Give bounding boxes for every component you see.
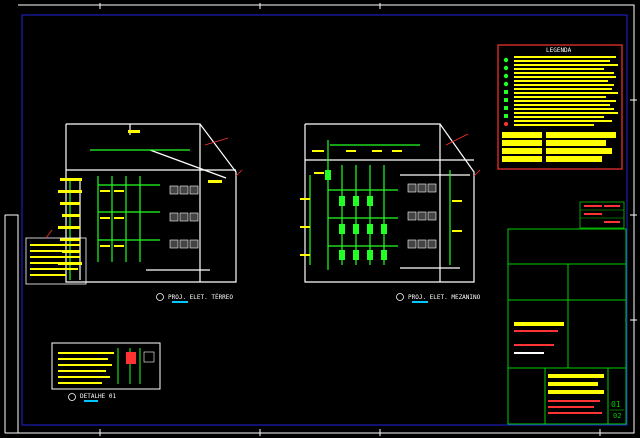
furniture-blocks bbox=[407, 183, 437, 249]
title-block[interactable]: 01 02 bbox=[507, 201, 627, 425]
revision-annotations bbox=[45, 137, 243, 239]
title-block-text bbox=[514, 322, 604, 414]
electrical-wiring-icon bbox=[309, 140, 451, 270]
ground-floor-label: PROJ. ELET. TÉRREO bbox=[168, 293, 233, 301]
mezzanine-plan[interactable]: PROJ. ELET. MEZANINO bbox=[300, 123, 481, 303]
building-outline-icon bbox=[65, 123, 237, 283]
furniture-blocks bbox=[169, 185, 199, 249]
legend-symbols bbox=[503, 57, 509, 126]
revision-table bbox=[579, 201, 625, 229]
detail-01[interactable]: DETALHE 01 bbox=[51, 342, 161, 402]
title-block-frame bbox=[507, 228, 627, 425]
panel-icon bbox=[126, 352, 136, 364]
electrical-panel-detail bbox=[25, 237, 87, 285]
sheet-total: 02 bbox=[613, 412, 621, 420]
revision-annotations bbox=[445, 133, 481, 177]
ground-floor-title: PROJ. ELET. TÉRREO bbox=[156, 293, 233, 303]
legend-text bbox=[502, 56, 618, 162]
sheet-border bbox=[4, 3, 637, 436]
mezzanine-title: PROJ. ELET. MEZANINO bbox=[396, 293, 481, 303]
sheet-number: 01 bbox=[611, 400, 621, 409]
detail-notes bbox=[58, 352, 114, 384]
legend-title: LEGENDA bbox=[546, 47, 572, 54]
circuit-labels bbox=[300, 150, 462, 256]
inner-frame bbox=[21, 14, 628, 426]
light-fixture-icon bbox=[325, 170, 387, 260]
detail-title: DETALHE 01 bbox=[68, 393, 117, 402]
ground-floor-plan[interactable]: PROJ. ELET. TÉRREO bbox=[25, 123, 243, 303]
mezzanine-label: PROJ. ELET. MEZANINO bbox=[408, 294, 481, 301]
building-outline-icon bbox=[304, 123, 475, 283]
electrical-wiring-icon bbox=[69, 149, 190, 280]
detail-label: DETALHE 01 bbox=[80, 393, 117, 400]
legend-panel[interactable]: LEGENDA bbox=[497, 44, 623, 170]
